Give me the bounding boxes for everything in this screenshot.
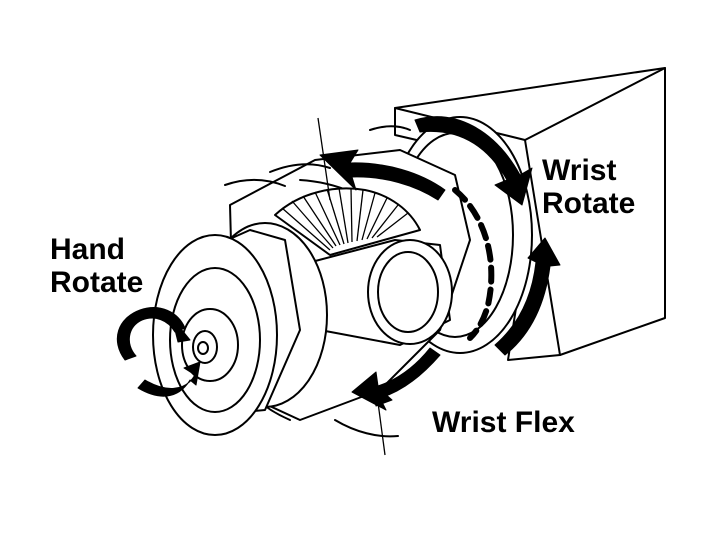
hand-rotate-arrow (116, 307, 201, 397)
hand-rotate-label: Hand Rotate (50, 233, 144, 299)
bevel-gear (274, 187, 421, 256)
axis-lines (317, 117, 386, 456)
wrist-rotate-label: Wrist Rotate (542, 154, 636, 220)
wrist-rotate-arrows (414, 116, 561, 356)
wrist-flex-label: Wrist Flex (432, 406, 575, 439)
wrist-flex-pivot (299, 239, 453, 346)
